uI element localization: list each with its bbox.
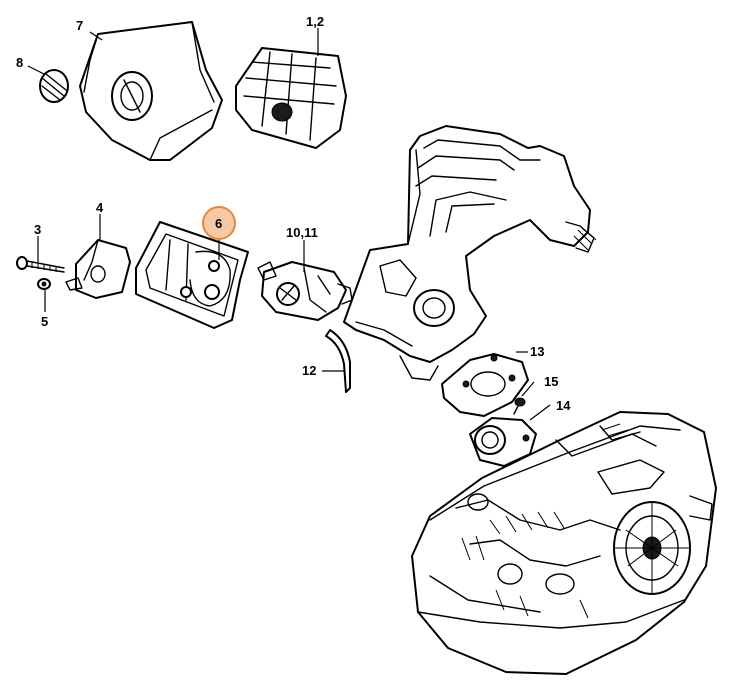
callout-10-11[interactable]: 10,11 (286, 225, 318, 240)
part-14-intake-flange[interactable] (469, 417, 537, 467)
callout-1-2[interactable]: 1,2 (306, 14, 324, 29)
part-8-knob[interactable] (39, 69, 69, 103)
handle-and-housing (343, 125, 597, 381)
engine-housing (411, 411, 717, 675)
part-7-shroud-cover[interactable] (79, 21, 223, 161)
callout-12[interactable]: 12 (302, 363, 316, 378)
leader-15 (521, 381, 535, 397)
part-13-intake-plate[interactable] (441, 353, 529, 417)
part-4-baffle[interactable] (65, 239, 131, 299)
part-15-screw[interactable] (513, 397, 526, 415)
part-3-screw[interactable] (16, 256, 65, 273)
part-6-carburetor-box[interactable] (135, 221, 249, 329)
highlight-circle-6[interactable] (202, 206, 236, 240)
part-12-fuel-hose[interactable] (325, 329, 351, 393)
callout-13[interactable]: 13 (530, 344, 544, 359)
callout-5[interactable]: 5 (41, 314, 48, 329)
callout-15[interactable]: 15 (544, 374, 558, 389)
callout-7[interactable]: 7 (76, 18, 83, 33)
leader-8 (27, 65, 45, 75)
part-1-2-air-filter[interactable] (235, 47, 347, 149)
leader-7 (89, 31, 103, 41)
leader-14 (529, 404, 551, 421)
callout-4[interactable]: 4 (96, 200, 104, 215)
part-5-washer[interactable] (37, 278, 51, 290)
callout-14[interactable]: 14 (556, 398, 571, 413)
callout-labels: 7 1,2 8 3 4 5 6 10,11 12 13 15 14 (16, 14, 571, 413)
callout-3[interactable]: 3 (34, 222, 41, 237)
leader-lines (27, 28, 551, 421)
part-10-11-carburetor[interactable] (257, 261, 353, 321)
callout-8[interactable]: 8 (16, 55, 23, 70)
callout-6[interactable]: 6 (215, 216, 222, 231)
